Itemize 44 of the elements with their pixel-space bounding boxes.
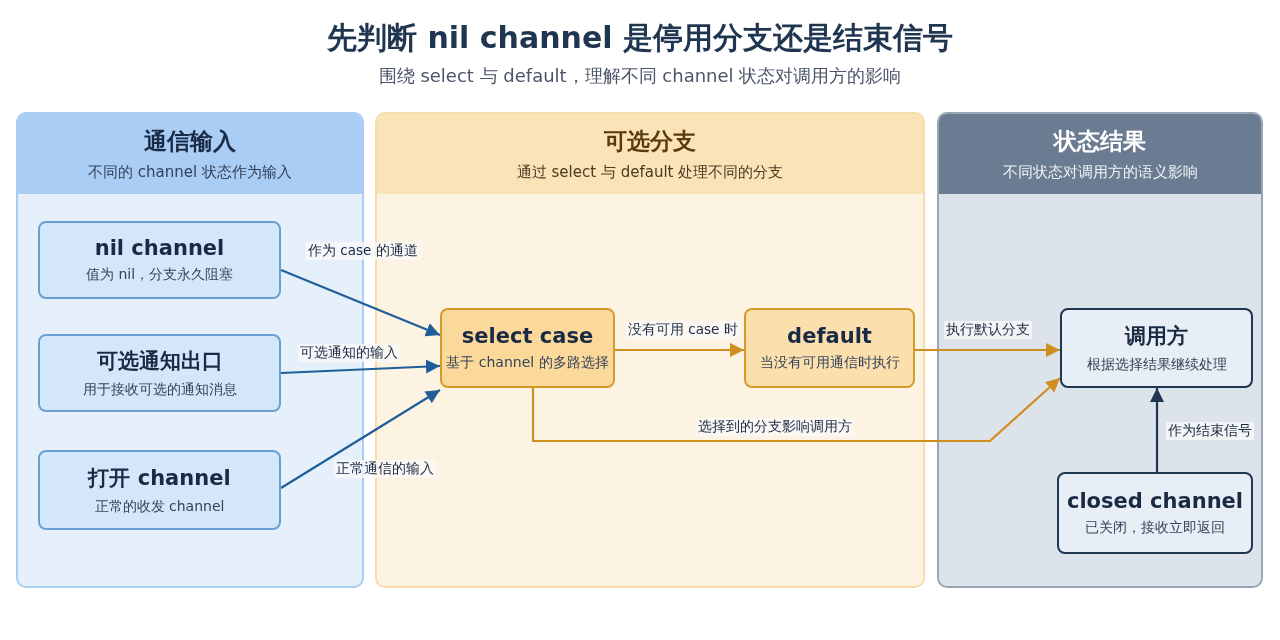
box-description: 正常的收发 channel bbox=[94, 498, 225, 516]
edge-label: 选择到的分支影响调用方 bbox=[696, 418, 854, 436]
arrow bbox=[280, 389, 441, 489]
panel-subtitle: 通过 select 与 default 处理不同的分支 bbox=[516, 163, 784, 182]
edge-label: 作为结束信号 bbox=[1166, 422, 1254, 440]
box-title: 打开 channel bbox=[88, 465, 231, 492]
box-title: default bbox=[787, 324, 872, 348]
box-description: 用于接收可选的通知消息 bbox=[82, 381, 237, 399]
process-box bbox=[38, 221, 281, 299]
arrow bbox=[1150, 388, 1164, 472]
box-description: 已关闭，接收立即返回 bbox=[1085, 519, 1225, 537]
process-box bbox=[1060, 308, 1253, 388]
box-description: 当没有可用通信时执行 bbox=[759, 354, 900, 372]
panel-subtitle: 不同状态对调用方的语义影响 bbox=[1002, 163, 1198, 182]
box-title: nil channel bbox=[94, 236, 225, 260]
panel-heading: 通信输入 bbox=[144, 127, 236, 156]
edge-label: 没有可用 case 时 bbox=[626, 321, 740, 339]
panel-subtitle: 不同的 channel 状态作为输入 bbox=[88, 163, 292, 182]
arrow bbox=[615, 343, 744, 357]
edge-label: 可选通知的输入 bbox=[298, 344, 400, 362]
arrow bbox=[280, 269, 441, 337]
box-title: 可选通知出口 bbox=[96, 348, 223, 375]
panel-heading: 状态结果 bbox=[1054, 127, 1146, 156]
panel bbox=[937, 112, 1263, 588]
box-title: 调用方 bbox=[1125, 323, 1188, 350]
subtitle: 围绕 select 与 default，理解不同 channel 状态对调用方的影响 bbox=[377, 64, 903, 88]
process-box bbox=[1057, 472, 1253, 554]
box-title: closed channel bbox=[1066, 489, 1244, 513]
edge-label: 执行默认分支 bbox=[944, 321, 1032, 339]
box-description: 根据选择结果继续处理 bbox=[1086, 356, 1227, 374]
process-box bbox=[440, 308, 615, 388]
arrow bbox=[280, 359, 441, 375]
title: 先判断 nil channel 是停用分支还是结束信号 bbox=[326, 19, 954, 57]
process-box bbox=[38, 450, 281, 530]
box-description: 基于 channel 的多路选择 bbox=[446, 354, 609, 372]
box-description: 值为 nil，分支永久阻塞 bbox=[85, 266, 234, 284]
box-title: select case bbox=[461, 324, 594, 348]
process-box bbox=[744, 308, 915, 388]
edge-label: 作为 case 的通道 bbox=[306, 242, 420, 260]
process-box bbox=[38, 334, 281, 412]
arrow bbox=[915, 343, 1060, 357]
edge-label: 正常通信的输入 bbox=[334, 460, 436, 478]
panel-heading: 可选分支 bbox=[604, 127, 696, 156]
arrow bbox=[531, 377, 1061, 443]
